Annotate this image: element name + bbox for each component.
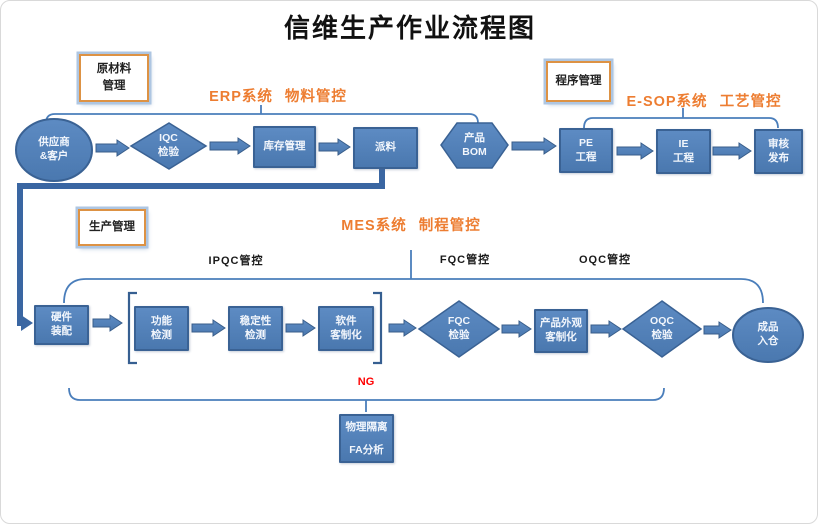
- mes-bracket: [63, 278, 764, 304]
- fqc-stage-label: FQC管控: [439, 254, 491, 266]
- node-material-dispatch: 派料: [353, 127, 418, 169]
- node-function-test: 功能 检测: [134, 306, 189, 351]
- node-software-customization: 软件 客制化: [318, 306, 374, 351]
- mes-system-scope: 制程管控: [418, 218, 481, 234]
- esop-system-header: E-SOP系统工艺管控: [624, 90, 784, 111]
- node-ie-engineering: IE 工程: [656, 129, 711, 174]
- erp-bracket: [45, 113, 479, 124]
- erp-system-header: ERP系统物料管控: [198, 85, 358, 106]
- esop-system-name: E-SOP系统: [626, 94, 708, 110]
- oqc-diamond-shape: [621, 300, 703, 358]
- ng-path-label: NG: [357, 376, 375, 388]
- flow-arrow: [511, 137, 557, 155]
- ipqc-stage-label: IPQC管控: [208, 255, 264, 267]
- connector-arrowhead: [21, 315, 33, 331]
- flow-arrow: [712, 142, 752, 160]
- flow-arrow: [191, 319, 226, 337]
- group-bracket-left: [127, 291, 137, 365]
- mes-system-header: MES系统制程管控: [331, 214, 491, 235]
- section-label-raw-material: 原材料 管理: [79, 54, 149, 102]
- flow-arrow: [703, 321, 732, 339]
- flow-arrow: [318, 138, 351, 156]
- ng-bracket: [68, 387, 665, 401]
- flow-arrow: [388, 319, 417, 337]
- node-inventory-management: 库存管理: [253, 126, 316, 168]
- oqc-stage-label: OQC管控: [578, 254, 632, 266]
- node-physical-isolation-fa: 物理隔离 FA分析: [339, 414, 394, 463]
- node-audit-release: 审核 发布: [754, 129, 803, 174]
- node-pe-engineering: PE 工程: [559, 128, 613, 173]
- flow-arrow: [95, 139, 130, 157]
- flow-arrow: [285, 319, 316, 337]
- flow-arrow: [616, 142, 654, 160]
- flow-arrow: [92, 314, 123, 332]
- section-label-production: 生产管理: [78, 209, 146, 246]
- flow-arrow: [501, 320, 532, 338]
- group-bracket-right: [373, 291, 383, 365]
- supplier-customer-shape: [15, 118, 93, 182]
- flow-arrow: [209, 137, 251, 155]
- product-bom-hexagon-shape: [440, 122, 509, 169]
- node-appearance-customization: 产品外观 客制化: [534, 309, 588, 353]
- esop-system-scope: 工艺管控: [719, 94, 782, 110]
- mes-system-name: MES系统: [341, 218, 407, 234]
- finished-warehouse-shape: [732, 307, 804, 363]
- esop-bracket: [583, 117, 779, 129]
- iqc-diamond-shape: [129, 122, 208, 170]
- dispatch-to-hardware-connector: [17, 169, 385, 326]
- erp-system-scope: 物料管控: [284, 89, 347, 105]
- section-label-program: 程序管理: [546, 61, 611, 102]
- node-stability-test: 稳定性 检测: [228, 306, 283, 351]
- fqc-diamond-shape: [417, 300, 501, 358]
- flow-arrow: [590, 320, 622, 338]
- erp-system-name: ERP系统: [209, 89, 273, 105]
- page-title: 信维生产作业流程图: [283, 14, 536, 44]
- node-hardware-assembly: 硬件 装配: [34, 305, 89, 345]
